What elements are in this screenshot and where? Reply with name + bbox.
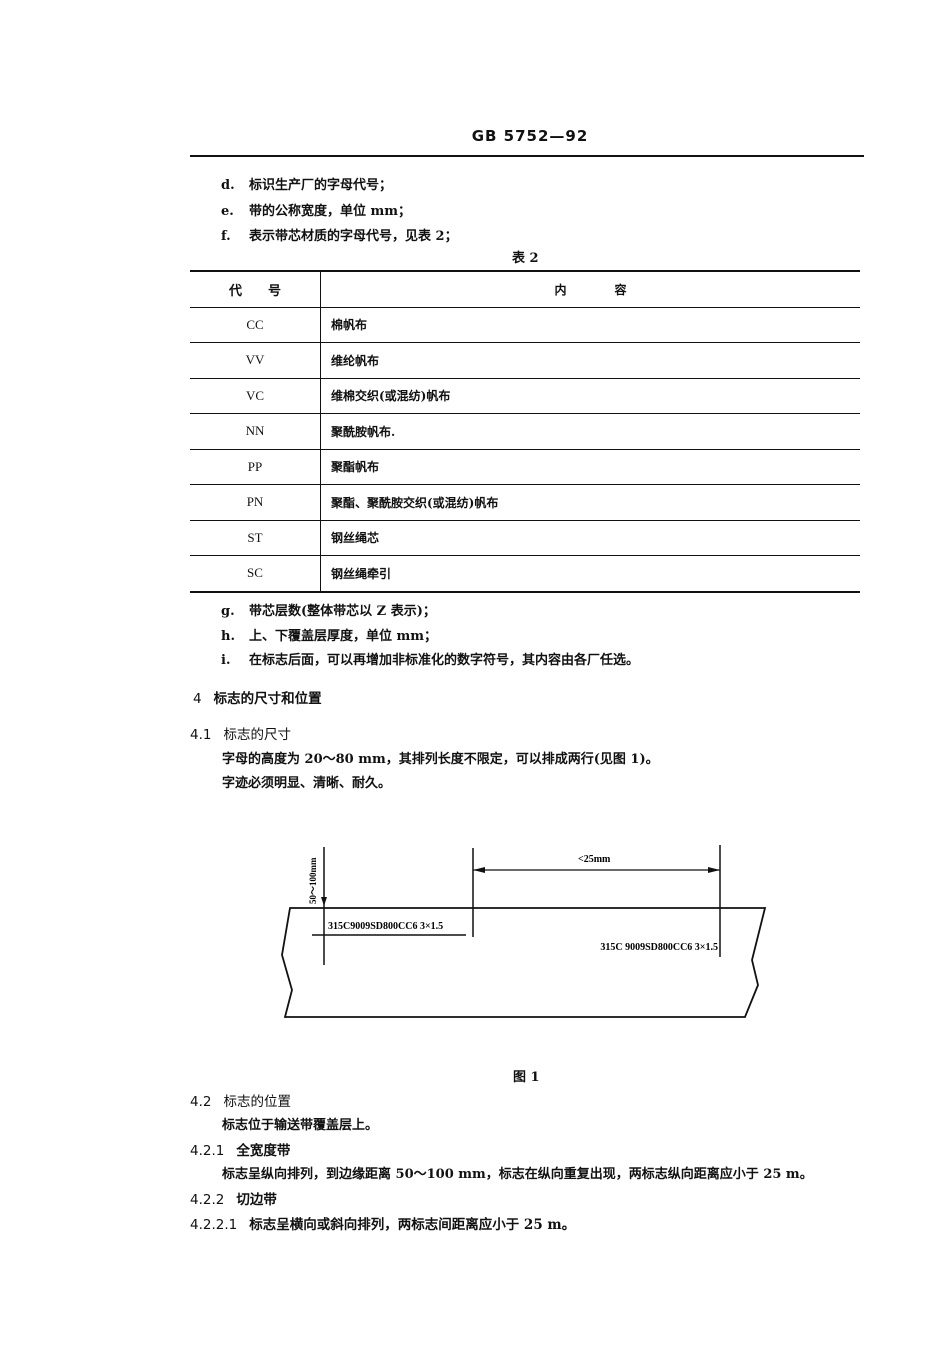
header-content: 内 容 <box>320 270 860 308</box>
list-item-e: e. 带的公称宽度，单位 mm； <box>221 200 411 219</box>
table-row: VC 维棉交织(或混纺)帆布 <box>190 378 860 414</box>
arrow-left-icon <box>473 867 485 873</box>
section-paragraph: 标志呈横向或斜向排列，两标志间距离应小于 25 m。 <box>249 1217 576 1233</box>
section-4-1-heading: 4.1 标志的尺寸 <box>190 723 291 743</box>
section-4-2-1-heading: 4.2.1 全宽度带 <box>190 1139 290 1159</box>
marking-left: 315C9009SD800CC6 3×1.5 <box>328 921 443 932</box>
cell-content: 钢丝绳牵引 <box>320 555 860 593</box>
section-number: 4.1 <box>190 727 212 743</box>
section-4-2-2-heading: 4.2.2 切边带 <box>190 1188 277 1208</box>
section-4-2-heading: 4.2 标志的位置 <box>190 1090 291 1110</box>
cell-content: 维纶帆布 <box>320 342 860 379</box>
section-number: 4 <box>193 691 202 707</box>
list-item-d: d. 标识生产厂的字母代号； <box>221 174 392 193</box>
table-row: NN 聚酰胺帆布. <box>190 413 860 450</box>
table-row: PN 聚酯、聚酰胺交织(或混纺)帆布 <box>190 484 860 521</box>
list-label: d. <box>221 178 235 193</box>
section-4-1-paragraph: 字母的高度为 20～80 mm，其排列长度不限定，可以排成两行(见图 1)。 <box>222 752 659 767</box>
section-4-2-1-paragraph: 标志呈纵向排列，到边缘距离 50～100 mm，标志在纵向重复出现，两标志纵向距… <box>222 1167 813 1182</box>
section-title: 标志的尺寸 <box>223 727 291 743</box>
edge-distance-label: 50～100mm <box>308 857 318 904</box>
section-number: 4.2.2 <box>190 1192 225 1208</box>
header-rule <box>190 155 864 157</box>
section-title: 切边带 <box>236 1192 277 1208</box>
table-caption: 表 2 <box>512 251 539 266</box>
list-text: 带的公称宽度，单位 mm； <box>249 204 412 219</box>
header-code: 代 号 <box>190 270 321 308</box>
list-text: 标识生产厂的字母代号； <box>249 178 393 193</box>
list-text: 上、下覆盖层厚度，单位 mm； <box>249 629 438 644</box>
section-4-2-2-1: 4.2.2.1 标志呈横向或斜向排列，两标志间距离应小于 25 m。 <box>190 1213 575 1233</box>
cell-content: 聚酯、聚酰胺交织(或混纺)帆布 <box>320 484 860 521</box>
material-code-table: 代 号 内 容 CC 棉帆布 VV 维纶帆布 VC 维棉交织(或混纺)帆布 NN… <box>190 270 860 593</box>
cell-content: 棉帆布 <box>320 307 860 343</box>
marking-right: 315C 9009SD800CC6 3×1.5 <box>600 942 718 953</box>
section-number: 4.2.2.1 <box>190 1217 238 1233</box>
section-title: 全宽度带 <box>236 1143 291 1159</box>
list-label: e. <box>221 204 234 219</box>
table-row: ST 钢丝绳芯 <box>190 520 860 556</box>
list-label: g. <box>221 604 235 619</box>
list-item-i: i. 在标志后面，可以再增加非标准化的数字符号，其内容由各厂任选。 <box>221 649 639 668</box>
cell-content: 聚酯帆布 <box>320 449 860 485</box>
list-label: h. <box>221 629 235 644</box>
section-title: 标志的位置 <box>223 1094 291 1110</box>
table-row: VV 维纶帆布 <box>190 342 860 379</box>
spacing-label: <25mm <box>578 854 611 865</box>
list-item-h: h. 上、下覆盖层厚度，单位 mm； <box>221 625 437 644</box>
list-label: i. <box>221 653 231 668</box>
list-item-g: g. 带芯层数(整体带芯以 Z 表示)； <box>221 600 436 619</box>
list-label: f. <box>221 229 231 244</box>
section-title: 标志的尺寸和位置 <box>213 691 322 707</box>
cell-code: PN <box>190 484 321 521</box>
cell-content: 维棉交织(或混纺)帆布 <box>320 378 860 414</box>
cell-code: PP <box>190 449 321 485</box>
standard-header: GB 5752—92 <box>471 127 589 145</box>
cell-content: 聚酰胺帆布. <box>320 413 860 450</box>
list-text: 表示带芯材质的字母代号，见表 2； <box>249 229 458 244</box>
cell-code: VC <box>190 378 321 414</box>
cell-code: CC <box>190 307 321 343</box>
cell-code: NN <box>190 413 321 450</box>
belt-outline <box>281 907 767 1018</box>
table-row: CC 棉帆布 <box>190 307 860 343</box>
list-text: 带芯层数(整体带芯以 Z 表示)； <box>249 604 436 619</box>
cell-code: ST <box>190 520 321 556</box>
list-text: 在标志后面，可以再增加非标准化的数字符号，其内容由各厂任选。 <box>249 653 640 668</box>
arrow-right-icon <box>708 867 720 873</box>
table-header-row: 代 号 内 容 <box>190 270 860 308</box>
section-number: 4.2.1 <box>190 1143 225 1159</box>
section-number: 4.2 <box>190 1094 212 1110</box>
arrow-down-icon <box>321 897 327 906</box>
section-4-2-paragraph: 标志位于输送带覆盖层上。 <box>222 1118 379 1133</box>
cell-content: 钢丝绳芯 <box>320 520 860 556</box>
table-row: SC 钢丝绳牵引 <box>190 555 860 593</box>
cell-code: SC <box>190 555 321 593</box>
table-row: PP 聚酯帆布 <box>190 449 860 485</box>
list-item-f: f. 表示带芯材质的字母代号，见表 2； <box>221 225 458 244</box>
section-4-heading: 4 标志的尺寸和位置 <box>193 687 322 707</box>
section-4-1-paragraph: 字迹必须明显、清晰、耐久。 <box>222 776 392 791</box>
cell-code: VV <box>190 342 321 379</box>
figure-caption: 图 1 <box>513 1070 540 1085</box>
